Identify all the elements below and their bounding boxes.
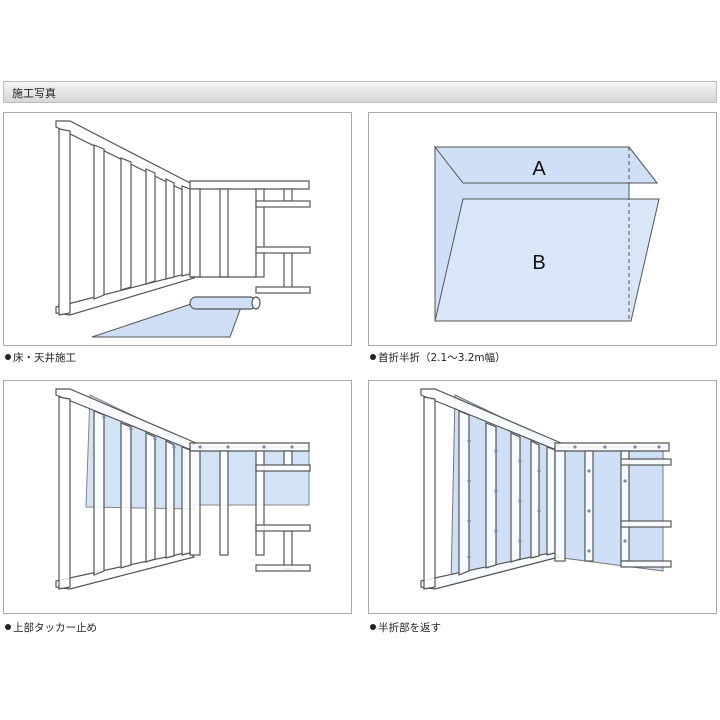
caption-text: 首折半折（2.1～3.2m幅）: [378, 352, 506, 364]
photo-panel-fold-back: [368, 380, 717, 614]
sheet-roll: [189, 296, 261, 310]
caption-4: 半折部を返す: [370, 620, 441, 635]
photo-panel-floor-ceiling: [3, 112, 352, 346]
bullet-icon: [370, 354, 376, 360]
caption-text: 床・天井施工: [13, 352, 76, 364]
bullet-icon: [5, 354, 11, 360]
section-title: 施工写真: [12, 87, 56, 100]
section-header: 施工写真: [3, 81, 717, 103]
vapor-sheet-right-full: [554, 446, 664, 572]
foldback-illustration: [420, 388, 672, 590]
bullet-icon: [370, 624, 376, 630]
caption-text: 半折部を返す: [378, 622, 441, 634]
photo-panel-tacker: [3, 380, 352, 614]
bullet-icon: [5, 624, 11, 630]
tacker-illustration: [55, 388, 311, 590]
label-a: A: [532, 158, 546, 180]
tacker-staples: [102, 415, 294, 449]
fold-diagram: A B: [433, 145, 660, 322]
caption-3: 上部タッカー止め: [5, 620, 97, 635]
caption-2: 首折半折（2.1～3.2m幅）: [370, 350, 506, 365]
tacker-staples: [467, 439, 661, 559]
framing-illustration: [55, 120, 311, 338]
photo-panel-fold: A B: [368, 112, 717, 346]
caption-1: 床・天井施工: [5, 350, 76, 365]
caption-text: 上部タッカー止め: [13, 622, 97, 634]
label-b: B: [532, 252, 545, 274]
